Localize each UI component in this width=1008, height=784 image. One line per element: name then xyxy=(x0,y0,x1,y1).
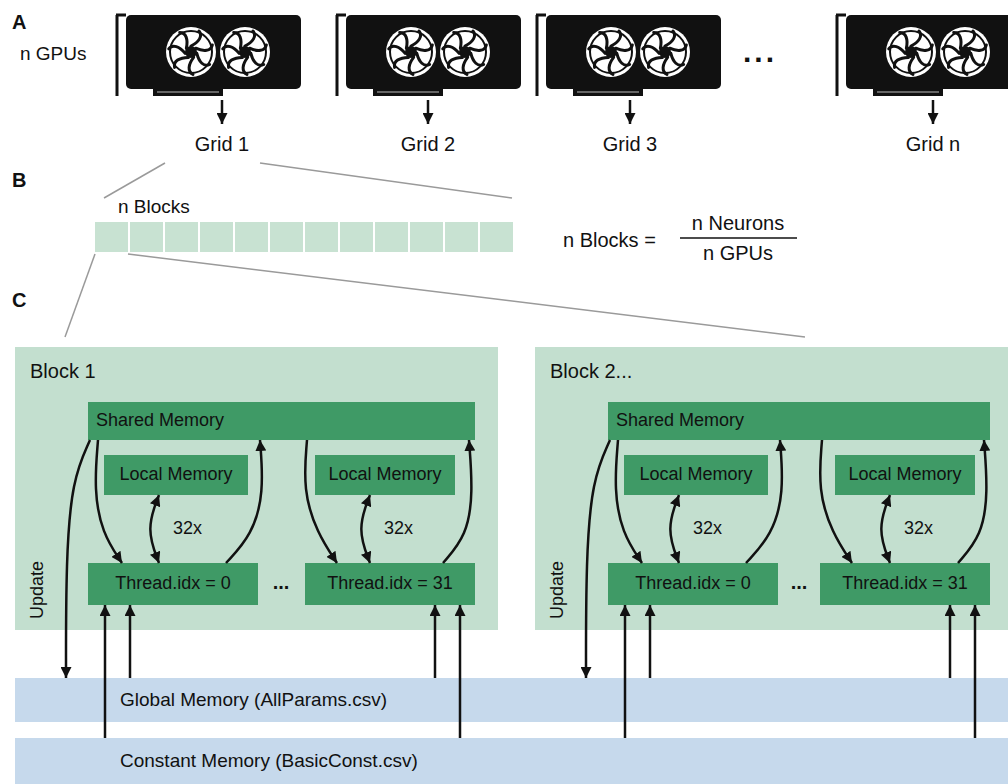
label-text: n Blocks xyxy=(118,196,190,219)
memory-band: Constant Memory (BasicConst.csv) xyxy=(15,738,1008,784)
label-holder: C xyxy=(12,288,26,312)
local-memory-box: Local Memory xyxy=(104,455,248,495)
memory-band: Global Memory (AllParams.csv) xyxy=(15,678,1008,722)
label-text: n Neurons xyxy=(692,211,784,235)
label-text: Grid 2 xyxy=(401,132,455,156)
edge-label-holder: 32x xyxy=(381,518,416,540)
node-text: Block 1 xyxy=(30,359,96,383)
zoom-lines xyxy=(65,163,805,337)
label-text: Grid 3 xyxy=(603,132,657,156)
label-text: B xyxy=(12,168,26,192)
node-text: Local Memory xyxy=(119,464,232,486)
label-holder: n Blocks xyxy=(118,196,190,219)
thread-box: Thread.idx = 0 xyxy=(88,563,258,605)
gpu-card xyxy=(536,15,721,96)
label-holder: Grid 2 xyxy=(401,132,455,156)
label-holder: n Neurons xyxy=(692,211,784,235)
edge-label: 32x xyxy=(381,518,416,540)
node-text: Local Memory xyxy=(848,464,961,486)
node-text: Global Memory (AllParams.csv) xyxy=(120,689,387,712)
node-text: Local Memory xyxy=(639,464,752,486)
thread-box: Thread.idx = 0 xyxy=(608,563,778,605)
node-text: Block 2... xyxy=(550,359,632,383)
label-holder: Grid n xyxy=(906,132,960,156)
label-holder: n Blocks = xyxy=(563,228,656,252)
label-holder: A xyxy=(12,10,26,34)
node-text: Constant Memory (BasicConst.csv) xyxy=(120,750,418,773)
label-holder: ... xyxy=(273,570,290,594)
node-text: Shared Memory xyxy=(616,410,744,432)
block-panel: Shared MemoryLocal Memory Local MemoryThr… xyxy=(535,347,1008,630)
label-text: A xyxy=(12,10,26,34)
node-text: Thread.idx = 0 xyxy=(635,573,751,595)
label-text: Grid n xyxy=(906,132,960,156)
label-text: Grid 1 xyxy=(195,132,249,156)
label-holder: Grid 1 xyxy=(195,132,249,156)
edge-label-holder: 32x xyxy=(690,518,725,540)
thread-box: Thread.idx = 31 xyxy=(820,563,990,605)
block-panel: Shared MemoryLocal Memory Local MemoryThr… xyxy=(15,347,498,630)
edge-label: 32x xyxy=(901,518,936,540)
label-holder: Grid 3 xyxy=(603,132,657,156)
edge-label: Update xyxy=(547,558,569,622)
label-text: n Blocks = xyxy=(563,228,656,252)
node-text: Thread.idx = 31 xyxy=(327,573,453,595)
label-text: ... xyxy=(743,34,777,70)
node-text: Shared Memory xyxy=(96,410,224,432)
edge-label: Update xyxy=(27,558,49,622)
label-text: n GPUs xyxy=(703,241,773,265)
shared-memory-box: Shared Memory xyxy=(608,402,990,440)
label-text: C xyxy=(12,288,26,312)
block-row xyxy=(95,222,513,252)
local-memory-box: Local Memory xyxy=(624,455,768,495)
node-text: Thread.idx = 31 xyxy=(842,573,968,595)
edge-label-holder: Update xyxy=(27,558,49,622)
gpu-card xyxy=(116,15,301,96)
label-holder: n GPUs xyxy=(20,43,87,66)
label-holder: B xyxy=(12,168,26,192)
gpu-arrows xyxy=(222,100,933,124)
edge-label-holder: Update xyxy=(547,558,569,622)
edge-label-holder: 32x xyxy=(901,518,936,540)
edge-label-holder: 32x xyxy=(170,518,205,540)
edge-label: 32x xyxy=(170,518,205,540)
label-text: ... xyxy=(273,570,290,594)
thread-box: Thread.idx = 31 xyxy=(305,563,475,605)
local-memory-box: Local Memory xyxy=(315,455,455,495)
edge-label: 32x xyxy=(690,518,725,540)
node-text: Thread.idx = 0 xyxy=(115,573,231,595)
fraction-bar xyxy=(680,237,797,239)
gpu-card xyxy=(336,15,521,96)
label-text: ... xyxy=(791,570,808,594)
label-holder: n GPUs xyxy=(703,241,773,265)
gpu-card xyxy=(836,15,1008,96)
label-holder: ... xyxy=(791,570,808,594)
node-text: Local Memory xyxy=(328,464,441,486)
shared-memory-box: Shared Memory xyxy=(88,402,475,440)
label-text: n GPUs xyxy=(20,43,87,66)
local-memory-box: Local Memory xyxy=(835,455,975,495)
label-holder: ... xyxy=(743,34,777,70)
